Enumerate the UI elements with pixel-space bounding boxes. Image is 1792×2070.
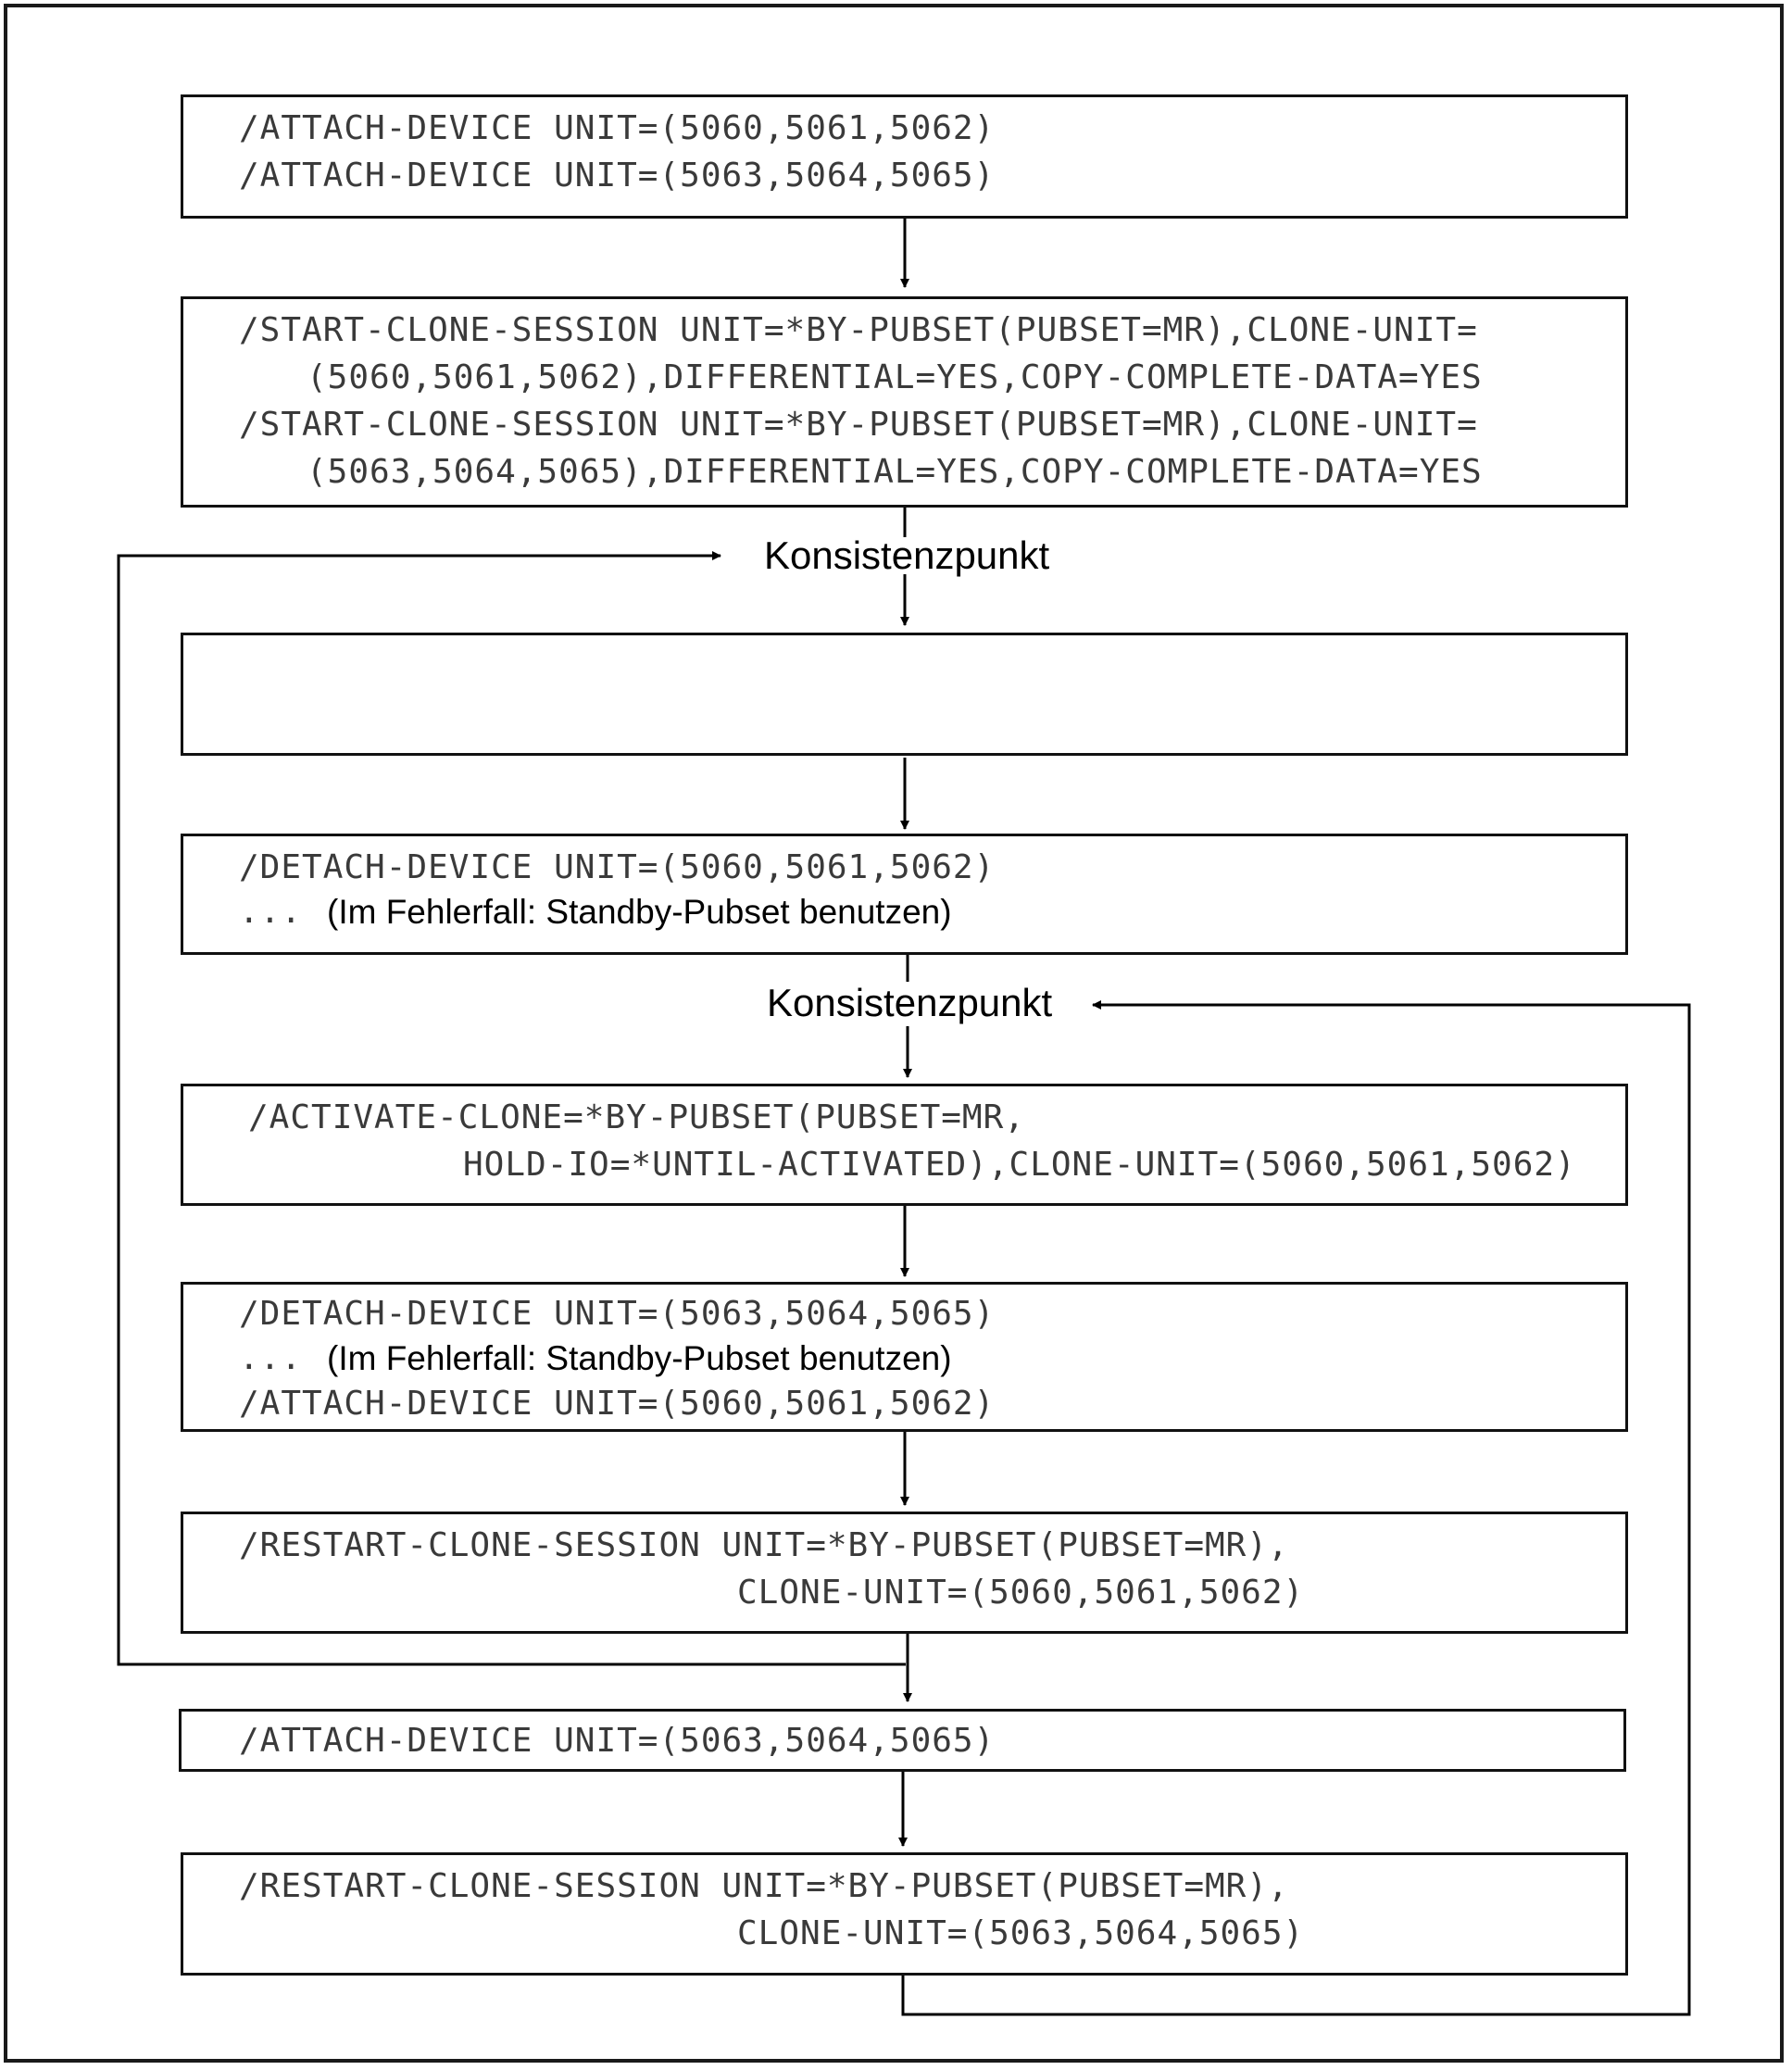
- error-note: (Im Fehlerfall: Standby-Pubset benutzen): [327, 893, 952, 931]
- command-line: (5060,5061,5062),DIFFERENTIAL=YES,COPY-C…: [307, 358, 1483, 396]
- command-line: /ATTACH-DEVICE UNIT=(5060,5061,5062): [239, 1385, 996, 1423]
- command-line: /START-CLONE-SESSION UNIT=*BY-PUBSET(PUB…: [239, 311, 1478, 349]
- command-line: CLONE-UNIT=(5063,5064,5065): [737, 1914, 1305, 1952]
- command-line: /ACTIVATE-CLONE=*BY-PUBSET(PUBSET=MR,: [248, 1098, 1025, 1136]
- command-line: /ATTACH-DEVICE UNIT=(5060,5061,5062): [239, 109, 996, 147]
- detach-attach-box: /DETACH-DEVICE UNIT=(5063,5064,5065) ...…: [181, 1282, 1628, 1432]
- activate-clone-box: /ACTIVATE-CLONE=*BY-PUBSET(PUBSET=MR, HO…: [181, 1084, 1628, 1206]
- diagram-frame: [4, 4, 1784, 2063]
- error-note: (Im Fehlerfall: Standby-Pubset benutzen): [327, 1339, 952, 1377]
- command-line: /START-CLONE-SESSION UNIT=*BY-PUBSET(PUB…: [239, 406, 1478, 444]
- loop-left: [117, 551, 906, 1666]
- consistency-point-label: Konsistenzpunkt: [767, 981, 1053, 1024]
- command-line: /RESTART-CLONE-SESSION UNIT=*BY-PUBSET(P…: [239, 1867, 1289, 1905]
- command-line: CLONE-UNIT=(5060,5061,5062): [737, 1574, 1305, 1612]
- attach-device-box: /ATTACH-DEVICE UNIT=(5063,5064,5065): [179, 1709, 1626, 1772]
- empty-step-box: [181, 633, 1628, 756]
- consistency-point-label: Konsistenzpunkt: [764, 533, 1050, 577]
- command-line: /DETACH-DEVICE UNIT=(5060,5061,5062): [239, 848, 996, 886]
- command-line: /ATTACH-DEVICE UNIT=(5063,5064,5065): [239, 1722, 996, 1760]
- attach-devices-box: /ATTACH-DEVICE UNIT=(5060,5061,5062) /AT…: [181, 94, 1628, 219]
- command-line: /RESTART-CLONE-SESSION UNIT=*BY-PUBSET(P…: [239, 1526, 1289, 1564]
- command-line: /DETACH-DEVICE UNIT=(5063,5064,5065): [239, 1295, 996, 1333]
- detach-devices-box: /DETACH-DEVICE UNIT=(5060,5061,5062) ...…: [181, 834, 1628, 955]
- ellipsis: ...: [239, 1339, 303, 1377]
- command-line: /ATTACH-DEVICE UNIT=(5063,5064,5065): [239, 157, 996, 194]
- restart-clone-session-box: /RESTART-CLONE-SESSION UNIT=*BY-PUBSET(P…: [181, 1852, 1628, 1976]
- ellipsis: ...: [239, 893, 303, 931]
- start-clone-session-box: /START-CLONE-SESSION UNIT=*BY-PUBSET(PUB…: [181, 296, 1628, 508]
- command-line: HOLD-IO=*UNTIL-ACTIVATED),CLONE-UNIT=(50…: [463, 1146, 1576, 1184]
- restart-clone-session-box: /RESTART-CLONE-SESSION UNIT=*BY-PUBSET(P…: [181, 1512, 1628, 1634]
- command-line: (5063,5064,5065),DIFFERENTIAL=YES,COPY-C…: [307, 453, 1483, 491]
- loop-right: [901, 1000, 1691, 2016]
